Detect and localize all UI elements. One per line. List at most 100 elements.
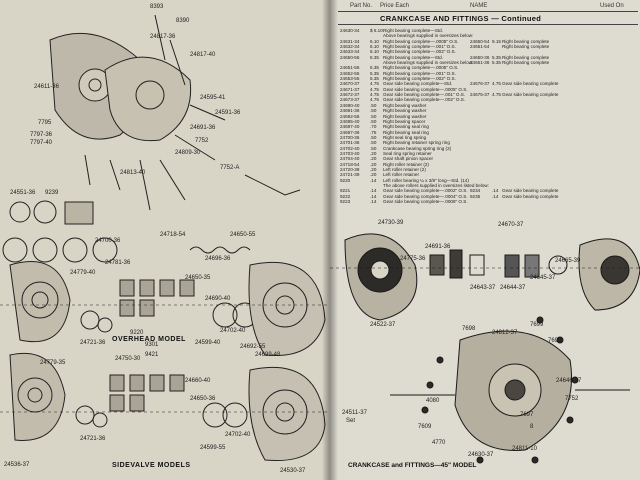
table-cell: .20	[370, 156, 377, 162]
callout-label: 24781-36	[105, 260, 131, 266]
callout-label: 24665-39	[555, 258, 581, 264]
callout-label: 24530-37	[280, 468, 306, 474]
table-cell: 24650-36	[470, 54, 490, 60]
table-cell: Right bearing washer	[383, 108, 427, 114]
callout-label: 24775-36	[400, 256, 426, 262]
callout-label: 24536-37	[4, 462, 30, 468]
table-cell: 24720-38	[340, 166, 360, 172]
table-row: Above bearings supplied in oversizes bel…	[340, 60, 640, 65]
callout-label: 24660-40	[185, 378, 211, 384]
table-cell: Right bearing complete	[502, 54, 550, 60]
table-cell: Gear side bearing complete—.0006" O.S.	[383, 199, 468, 204]
table-cell: 24676-37	[470, 81, 490, 87]
book-gutter-shadow	[322, 0, 338, 480]
table-cell: 24670-37	[340, 81, 360, 87]
table-cell: .14	[492, 188, 499, 194]
table-cell: .50	[370, 113, 377, 119]
table-cell: Right bearing complete—Std.	[383, 28, 444, 33]
table-cell: 24630-34	[340, 28, 360, 33]
callout-label: 4080	[426, 398, 440, 404]
table-cell: Right bearing complete—Std.	[383, 54, 444, 60]
table-cell: Right roller retainer (2)	[383, 161, 429, 167]
table-cell: .70	[370, 124, 377, 130]
table-cell: 4.75	[370, 81, 379, 87]
callout-label: 7752-A	[220, 165, 240, 171]
callout-label: 7698	[462, 326, 476, 332]
table-cell: Crankcase bearing spring ring (2)	[383, 145, 452, 151]
callout-label: 9301	[145, 342, 159, 348]
table-cell: .14	[370, 199, 377, 204]
callout-label: 24700-36	[95, 238, 121, 244]
callout-label: 4770	[432, 440, 446, 446]
table-cell: 9220	[340, 177, 351, 183]
table-cell: 24673-37	[340, 97, 360, 103]
table-cell: 24672-37	[340, 92, 360, 98]
header-price: Price Each	[380, 3, 410, 9]
callout-label: 7797-36	[30, 132, 53, 138]
table-cell: Right bearing seal ring	[383, 129, 429, 135]
callout-label: 24702-40	[225, 432, 251, 438]
table-cell: Gear side bearing complete—.0004" O.S.	[383, 193, 468, 199]
table-cell: .75	[370, 129, 377, 135]
table-cell: Right bearing washer	[383, 102, 427, 108]
table-cell: 4.75	[492, 92, 501, 98]
table-cell: 5.35	[370, 54, 379, 60]
table-cell: Left roller retainer (2)	[383, 166, 426, 172]
callout-label: 24817-36	[150, 34, 176, 40]
callout-label: 24692-55	[240, 344, 266, 350]
table-cell: Gear shaft pinion spacer	[383, 156, 434, 162]
crankcase-line-drawings	[0, 14, 330, 462]
table-cell: 9222	[340, 193, 351, 199]
callout-label: 24511-37	[342, 410, 367, 416]
table-cell: 24671-37	[340, 86, 360, 92]
table-cell: .14	[370, 193, 377, 199]
callout-label: 24721-36	[80, 436, 106, 442]
callout-label: 24817-40	[190, 52, 216, 58]
table-cell: 24651-54	[470, 44, 490, 50]
callout-label: 24551-36	[10, 190, 36, 196]
table-cell: 5.35	[370, 65, 379, 71]
table-cell: 24631-34	[340, 38, 360, 44]
table-cell: .20	[370, 161, 377, 167]
table-cell: Right bearing complete—.001" O.S.	[383, 70, 456, 76]
table-cell: 24653-55	[340, 76, 360, 82]
table-cell: Gear side bearing complete	[502, 81, 559, 87]
callout-label: 24644-37	[500, 285, 526, 291]
table-cell: Right bearing complete	[502, 44, 550, 50]
table-cell: Gear side bearing complete—Std.	[383, 81, 453, 87]
table-cell: Right bearing complete—.001" O.S.	[383, 44, 456, 50]
callout-label: 7752	[565, 396, 579, 402]
callout-label: 9220	[130, 330, 144, 336]
callout-label: 8393	[150, 4, 164, 10]
table-cell: 24695-40	[340, 118, 360, 124]
table-cell: Gear side bearing complete—.0005" O.S.	[383, 86, 468, 92]
callout-label: 7698	[548, 338, 562, 344]
table-cell: .20	[370, 166, 377, 172]
callout-label: 24646-37	[556, 378, 582, 384]
table-cell: 24697-40	[340, 124, 360, 130]
table-cell: Right bearing complete	[502, 38, 550, 44]
callout-label: 24650-35	[185, 275, 211, 281]
callout-label: 24691-36	[190, 125, 216, 131]
table-cell: 5.35	[492, 60, 501, 66]
callout-label: 7797-40	[30, 140, 53, 146]
table-cell: Right bearing complete—.002" O.S.	[383, 49, 456, 55]
table-cell: 9.15	[492, 38, 501, 44]
table-cell: .14	[370, 188, 377, 194]
table-cell: Right seal ring spring	[383, 134, 427, 140]
